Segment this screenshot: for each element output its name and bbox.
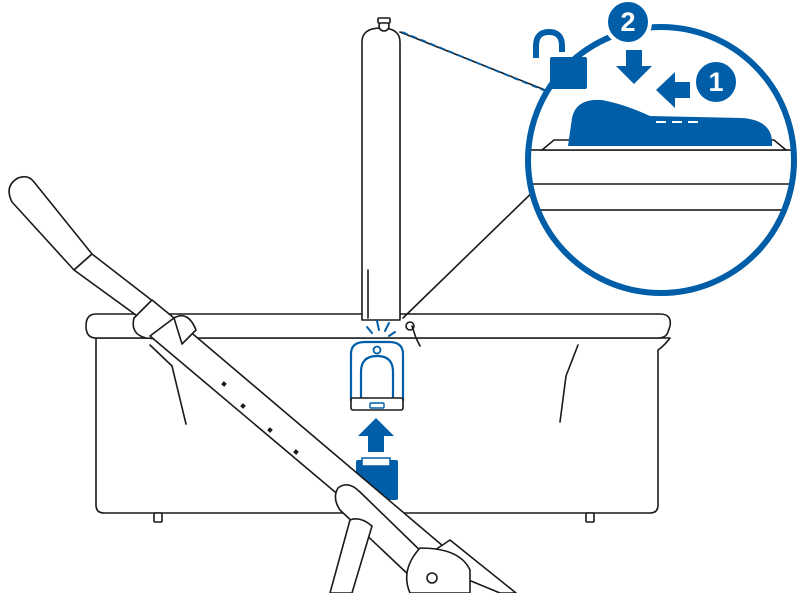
step-1-badge: 1 — [692, 58, 740, 106]
canopy-fabric — [399, 31, 546, 319]
slide-left-arrow-icon — [656, 72, 690, 108]
canopy-hinge — [405, 321, 421, 347]
release-slider-button — [568, 99, 772, 146]
step-2-number: 2 — [620, 7, 636, 37]
bassinet-adapter-connector — [349, 340, 405, 411]
canopy-post — [361, 17, 401, 321]
zoom-leader-line — [401, 31, 549, 93]
unlocked-padlock-icon — [533, 28, 587, 89]
up-arrow-icon — [358, 418, 394, 452]
step-1-number: 1 — [708, 67, 724, 97]
bassinet-tub — [95, 337, 671, 523]
click-indicator-icon — [366, 320, 396, 337]
stroller-frame-bar — [8, 175, 517, 594]
step-2-badge: 2 — [604, 0, 652, 46]
stroller-lower-frame — [329, 484, 471, 594]
press-down-arrow-icon — [616, 50, 652, 84]
